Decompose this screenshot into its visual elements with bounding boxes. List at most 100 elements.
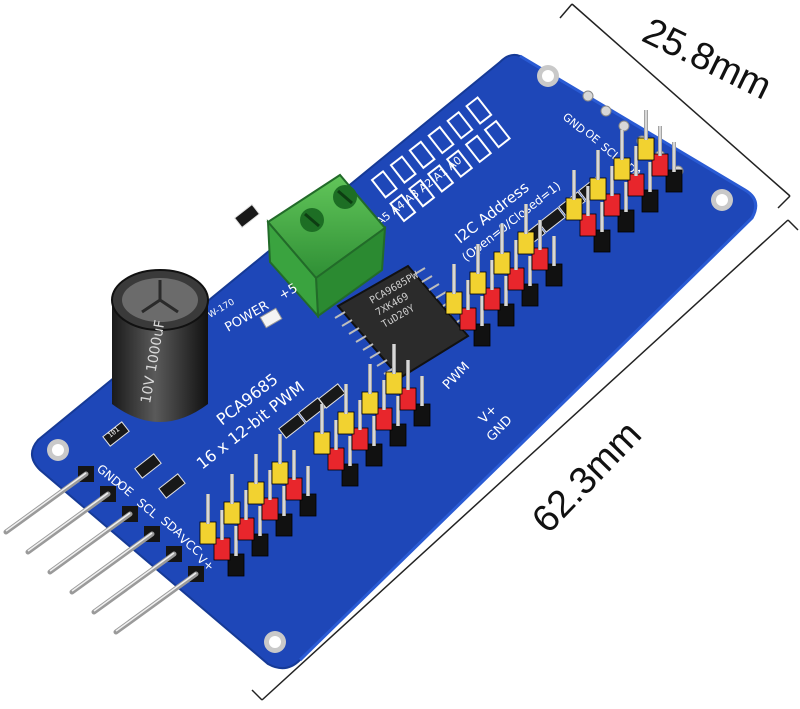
pin-header-base <box>603 193 621 217</box>
header-pin <box>514 240 518 270</box>
header-pin <box>648 162 652 192</box>
pin-header-base <box>521 283 539 307</box>
pin-header-base <box>247 481 265 505</box>
angled-pin-highlight <box>71 532 153 592</box>
pin-header-base <box>641 189 659 213</box>
angled-pin-highlight <box>49 512 131 572</box>
screw-terminal <box>266 173 387 319</box>
header-pin <box>552 236 556 266</box>
header-pin <box>220 510 224 540</box>
header-pin <box>452 264 456 294</box>
pin-header-base <box>361 391 379 415</box>
pin-header-base <box>271 461 289 485</box>
header-pin <box>500 224 504 254</box>
angled-pin <box>25 491 111 555</box>
electrolytic-capacitor: 10V 1000uF <box>111 269 209 422</box>
header-pin <box>278 434 282 464</box>
header-pin <box>504 276 508 306</box>
pin-header-base <box>493 251 511 275</box>
header-pin <box>572 170 576 200</box>
mounting-hole <box>711 189 733 211</box>
mounting-hole <box>264 631 286 653</box>
angled-pin <box>69 531 155 595</box>
header-pin <box>382 380 386 410</box>
header-pin <box>344 384 348 414</box>
header-pin <box>282 486 286 516</box>
pin-header-base <box>565 197 583 221</box>
header-pin <box>258 506 262 536</box>
pin-header-base <box>617 209 635 233</box>
header-pin <box>476 244 480 274</box>
header-pin <box>348 436 352 466</box>
header-pin <box>586 186 590 216</box>
header-pin <box>596 150 600 180</box>
width-label: 25.8mm <box>636 10 778 108</box>
angled-pin <box>47 511 133 575</box>
angled-pin-highlight <box>5 472 87 532</box>
header-pin <box>538 220 542 250</box>
pin-header-base <box>579 213 597 237</box>
pin-header-base <box>313 431 331 455</box>
header-pin <box>396 396 400 426</box>
pin-header-base <box>445 291 463 315</box>
header-pin <box>244 490 248 520</box>
servo-header-pins <box>199 110 683 577</box>
mounting-hole <box>537 65 559 87</box>
header-pin <box>406 360 410 390</box>
header-pin <box>480 296 484 326</box>
header-pin <box>490 260 494 290</box>
pin-header-base <box>627 173 645 197</box>
header-pin <box>320 404 324 434</box>
angled-pin-highlight <box>27 492 109 552</box>
header-pin <box>392 344 396 374</box>
header-pin <box>658 126 662 156</box>
header-pin <box>528 256 532 286</box>
angled-pin-highlight <box>93 552 175 612</box>
header-pin <box>306 466 310 496</box>
header-pin <box>610 166 614 196</box>
pin-header-base <box>593 229 611 253</box>
header-pin <box>234 526 238 556</box>
angled-pin <box>113 571 199 635</box>
pin-header-base <box>199 521 217 545</box>
angled-pin-highlight <box>115 572 197 632</box>
header-pin <box>600 202 604 232</box>
header-pin <box>292 450 296 480</box>
pin-header-base <box>469 271 487 295</box>
pin-header-base <box>589 177 607 201</box>
address-jumpers <box>370 96 512 223</box>
header-pin <box>230 474 234 504</box>
left-angled-header <box>3 466 204 635</box>
header-pin <box>672 142 676 172</box>
pin-header-base <box>531 247 549 271</box>
header-pin <box>368 364 372 394</box>
pin-header-base <box>637 137 655 161</box>
pca9685-chip: PCA9685PW 7XK469 TuD20Y <box>334 264 475 380</box>
header-pin <box>268 470 272 500</box>
header-pin <box>624 182 628 212</box>
pin-header-base <box>545 263 563 287</box>
header-pin <box>634 146 638 176</box>
pin-header-base <box>665 169 683 193</box>
header-pin <box>420 376 424 406</box>
pin-header-base <box>651 153 669 177</box>
angled-pin <box>3 471 89 535</box>
power-led <box>259 307 283 329</box>
header-pin <box>206 494 210 524</box>
header-pin <box>358 400 362 430</box>
pin-header-base <box>613 157 631 181</box>
header-pin <box>644 110 648 140</box>
header-pin <box>254 454 258 484</box>
header-pin <box>524 204 528 234</box>
pin-header-base <box>337 411 355 435</box>
header-pin <box>620 130 624 160</box>
mounting-hole <box>47 439 69 461</box>
header-pin <box>334 420 338 450</box>
length-label: 62.3mm <box>524 413 650 541</box>
pin-header-base <box>517 231 535 255</box>
pin-header-base <box>385 371 403 395</box>
angled-pin <box>91 551 177 615</box>
pin-header-base <box>223 501 241 525</box>
header-pin <box>466 280 470 310</box>
